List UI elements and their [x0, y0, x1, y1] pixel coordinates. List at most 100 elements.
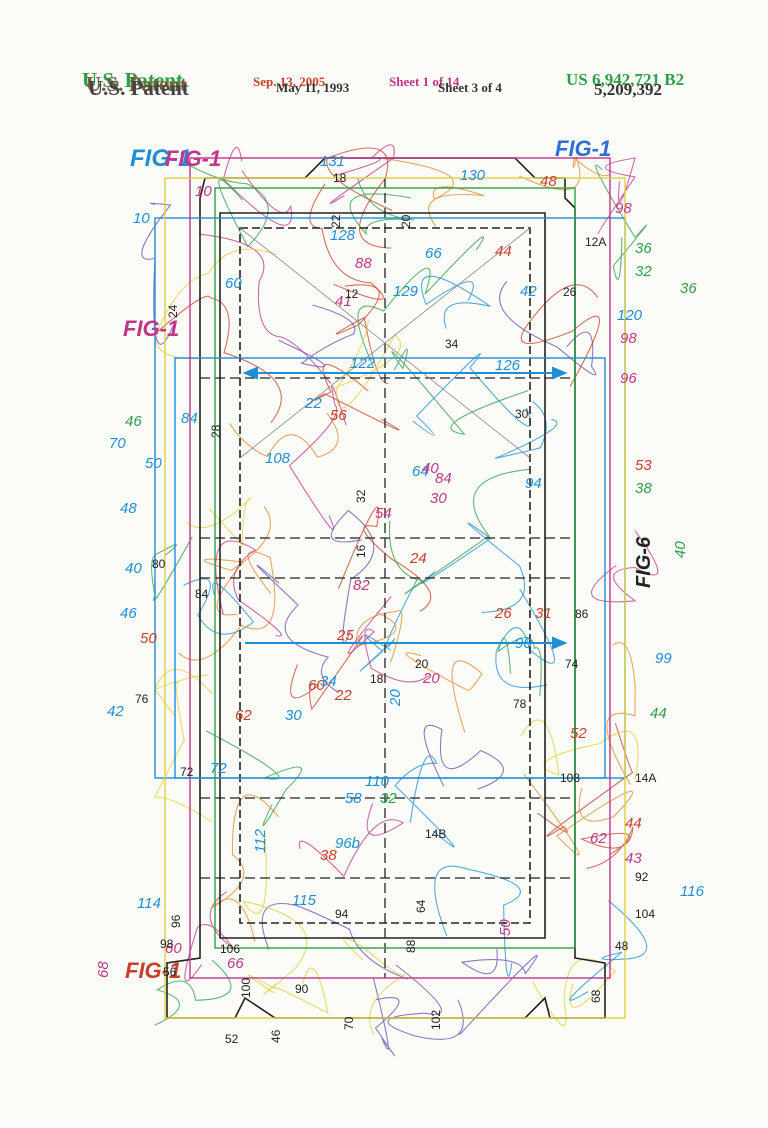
overlay-line	[420, 522, 525, 613]
reference-numeral: 88	[355, 255, 372, 272]
reference-numeral: 99	[655, 650, 672, 667]
overlay-line	[256, 564, 339, 693]
reference-numeral: 100	[239, 978, 253, 998]
reference-numeral: 70	[342, 1016, 356, 1030]
reference-numeral: 30	[430, 490, 447, 507]
reference-numeral: 102	[429, 1010, 443, 1030]
overlay-line	[298, 803, 405, 878]
overlay-line	[205, 730, 303, 827]
reference-numeral: 24	[166, 304, 180, 318]
reference-numeral: 42	[520, 283, 537, 300]
reference-numeral: 130	[460, 167, 486, 184]
reference-numeral: 20	[399, 214, 413, 228]
reference-numeral: 30	[515, 407, 529, 421]
reference-numeral: 84	[435, 470, 452, 487]
reference-numeral: 131	[320, 153, 345, 170]
figure-label: FIG-1	[555, 136, 611, 161]
reference-numeral: 40	[125, 560, 142, 577]
reference-numeral: 14A	[635, 771, 656, 785]
reference-numeral: 12A	[585, 235, 606, 249]
reference-numeral: 31	[535, 605, 552, 622]
overlay-line	[388, 468, 530, 595]
reference-numeral: 48	[120, 500, 137, 517]
reference-numeral: 50	[145, 455, 162, 472]
overlay-line	[499, 281, 597, 376]
reference-numeral: 26	[563, 285, 577, 299]
reference-numeral: 84	[195, 587, 209, 601]
reference-numeral: 22	[329, 214, 343, 228]
overlay-lines	[141, 144, 659, 1057]
reference-numeral: 108	[265, 450, 291, 467]
reference-numeral: 66	[425, 245, 442, 262]
overlay-line	[579, 826, 634, 869]
overlay-line	[394, 755, 455, 848]
reference-numeral: 38	[320, 847, 337, 864]
reference-numeral: 74	[565, 657, 579, 671]
reference-numeral: 48	[540, 173, 557, 190]
reference-numeral: 44	[650, 705, 667, 722]
reference-numeral: 12	[345, 287, 359, 301]
overlay-line	[229, 412, 339, 458]
reference-numeral: 56	[330, 407, 347, 424]
overlay-line	[326, 147, 393, 249]
overlay-line	[288, 385, 347, 531]
reference-numeral: 46	[120, 605, 137, 622]
reference-numeral: 50	[140, 630, 157, 647]
reference-numeral: 90	[515, 635, 532, 652]
overlay-line	[434, 865, 521, 977]
overlay-line	[261, 903, 409, 980]
reference-numeral: 32	[354, 489, 368, 503]
overlay-line	[222, 147, 293, 226]
reference-numeral: 28	[209, 424, 223, 438]
reference-numeral: 80	[152, 557, 166, 571]
blue-arrows	[242, 366, 568, 650]
reference-numeral: 56	[163, 965, 177, 979]
reference-numeral: 50	[497, 919, 514, 936]
reference-numeral: 126	[495, 357, 521, 374]
reference-numeral: 96b	[335, 835, 360, 852]
reference-numeral: 86	[575, 607, 589, 621]
reference-numeral: 68	[589, 989, 603, 1003]
reference-numeral: 46	[269, 1029, 283, 1043]
reference-numeral: 24	[409, 550, 427, 567]
overlay-line	[405, 652, 483, 733]
overlay-line	[355, 610, 403, 663]
frame-cross-members	[200, 178, 575, 978]
overlay-line	[372, 978, 400, 1057]
reference-numeral: 108	[560, 771, 580, 785]
reference-numeral: 72	[210, 760, 227, 777]
reference-numeral: 48	[615, 939, 629, 953]
date-label-black: May 11, 1993	[276, 80, 350, 95]
reference-numeral: 60	[225, 275, 242, 292]
sheet-label-magenta: Sheet 1 of 14	[389, 74, 460, 89]
reference-numeral: 66	[227, 955, 244, 972]
reference-numeral: 16	[354, 544, 368, 558]
figure-label: FIG-1	[123, 316, 179, 341]
figure-label: FIG-1	[125, 958, 181, 983]
reference-numeral: 54	[375, 505, 392, 522]
reference-numeral: 10	[133, 210, 150, 227]
reference-numeral: 40	[672, 541, 689, 558]
reference-numeral: 30	[285, 707, 302, 724]
overlay-line	[595, 164, 648, 281]
overlay-line	[495, 588, 556, 689]
reference-numeral: 115	[292, 892, 317, 909]
overlay-line	[241, 832, 308, 995]
reference-numeral: 38	[635, 480, 652, 497]
overlay-line	[290, 635, 364, 711]
reference-numeral: 104	[635, 907, 655, 921]
reference-numeral: 110	[365, 773, 390, 790]
patent-label-brown: U.S. Patent	[86, 72, 187, 96]
reference-numeral: 60	[165, 940, 182, 957]
overlay-line	[154, 959, 232, 1026]
reference-numeral: 78	[513, 697, 527, 711]
reference-numeral: 116	[680, 883, 705, 900]
reference-numeral: 18	[333, 171, 347, 185]
overlay-line	[357, 236, 485, 368]
reference-numeral: 84	[181, 410, 198, 427]
reference-numeral: 92	[635, 870, 649, 884]
overlay-line	[387, 964, 464, 1040]
overlay-line	[520, 284, 600, 387]
reference-numeral: 25	[336, 627, 354, 644]
